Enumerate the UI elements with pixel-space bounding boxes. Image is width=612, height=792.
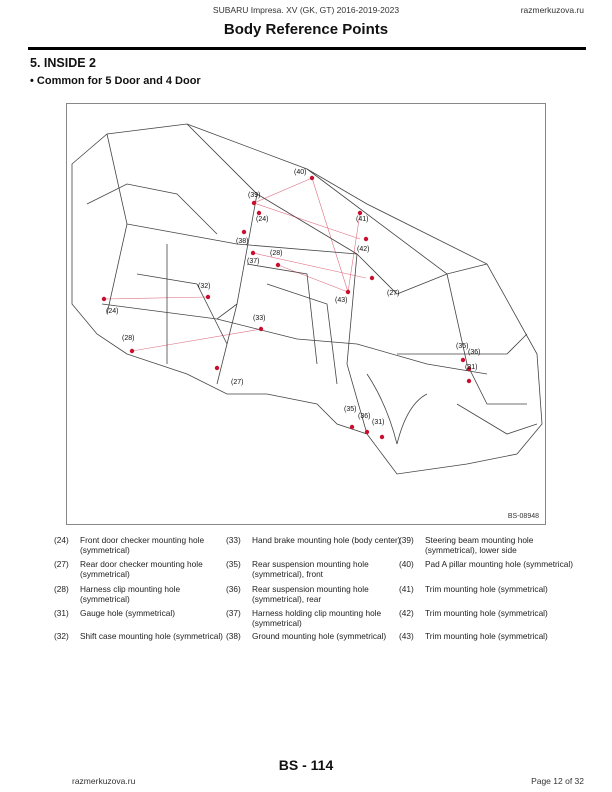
legend-num: (32) [54,631,69,641]
legend-text: Gauge hole (symmetrical) [80,608,175,618]
footer-site: razmerkuzova.ru [72,776,136,786]
legend-text: Rear door checker mounting hole (symmetr… [80,559,203,579]
legend-num: (27) [54,559,69,569]
legend-text: Trim mounting hole (symmetrical) [425,631,548,641]
body-diagram: (40) (39) (24) (41) (42) (38) (28) (37) … [66,103,546,525]
callout-39: (39) [248,192,261,199]
legend-num: (39) [399,535,414,545]
callout-41: (41) [356,216,369,223]
legend-text: Harness clip mounting hole (symmetrical) [80,584,181,604]
callout-24: (24) [256,216,269,223]
legend-num: (37) [226,608,241,618]
callout-37: (37) [247,258,260,265]
legend-num: (35) [226,559,241,569]
reference-points [101,175,472,440]
callout-31: (31) [465,364,478,371]
legend-text: Pad A pillar mounting hole (symmetrical) [425,559,574,569]
legend-text: Rear suspension mounting hole (symmetric… [252,559,369,579]
legend-text: Hand brake mounting hole (body center) [252,535,401,545]
legend-text: Ground mounting hole (symmetrical) [252,631,387,641]
page-title: Body Reference Points [223,21,389,38]
page-number: BS - 114 [278,757,334,773]
legend-text: Steering beam mounting hole (symmetrical… [425,535,534,555]
callout-38: (38) [236,238,249,245]
legend-num: (38) [226,631,241,641]
callout-35: (35) [344,406,357,413]
callout-40: (40) [294,169,307,176]
legend-text: Rear suspension mounting hole (symmetric… [252,584,369,604]
callout-32: (32) [198,283,211,290]
legend-num: (33) [226,535,241,545]
legend-text: Trim mounting hole (symmetrical) [425,608,548,618]
header-model: SUBARU Impresa. XV (GK, GT) 2016-2019-20… [212,5,400,15]
legend-text: Trim mounting hole (symmetrical) [425,584,548,594]
callout-31: (31) [372,419,385,426]
callout-42: (42) [357,246,370,253]
callout-27: (27) [387,290,400,297]
callout-24: (24) [106,308,119,315]
legend-num: (43) [399,631,414,641]
legend-num: (40) [399,559,414,569]
callout-43: (43) [335,297,348,304]
legend-num: (42) [399,608,414,618]
callout-27: (27) [231,379,244,386]
legend-num: (28) [54,584,69,594]
legend-text: Front door checker mounting hole (symmet… [80,535,205,555]
callout-36: (36) [358,413,371,420]
footer-page-of: Page 12 of 32 [531,776,584,786]
legend-num: (36) [226,584,241,594]
section-subtitle: • Common for 5 Door and 4 Door [30,75,201,87]
legend-num: (24) [54,535,69,545]
legend-num: (41) [399,584,414,594]
legend-num: (31) [54,608,69,618]
legend-text: Harness holding clip mounting hole (symm… [252,608,382,628]
header-site: razmerkuzova.ru [520,5,584,15]
figure-id: BS-08948 [507,513,539,520]
callout-36: (36) [468,349,481,356]
callout-28: (28) [122,335,135,342]
section-title: 5. INSIDE 2 [30,56,96,70]
callout-35: (35) [456,343,469,350]
car-body-drawing [71,123,543,475]
callout-33: (33) [253,315,266,322]
callout-28: (28) [270,250,283,257]
legend-text: Shift case mounting hole (symmetrical) [80,631,223,641]
title-rule [28,47,586,50]
